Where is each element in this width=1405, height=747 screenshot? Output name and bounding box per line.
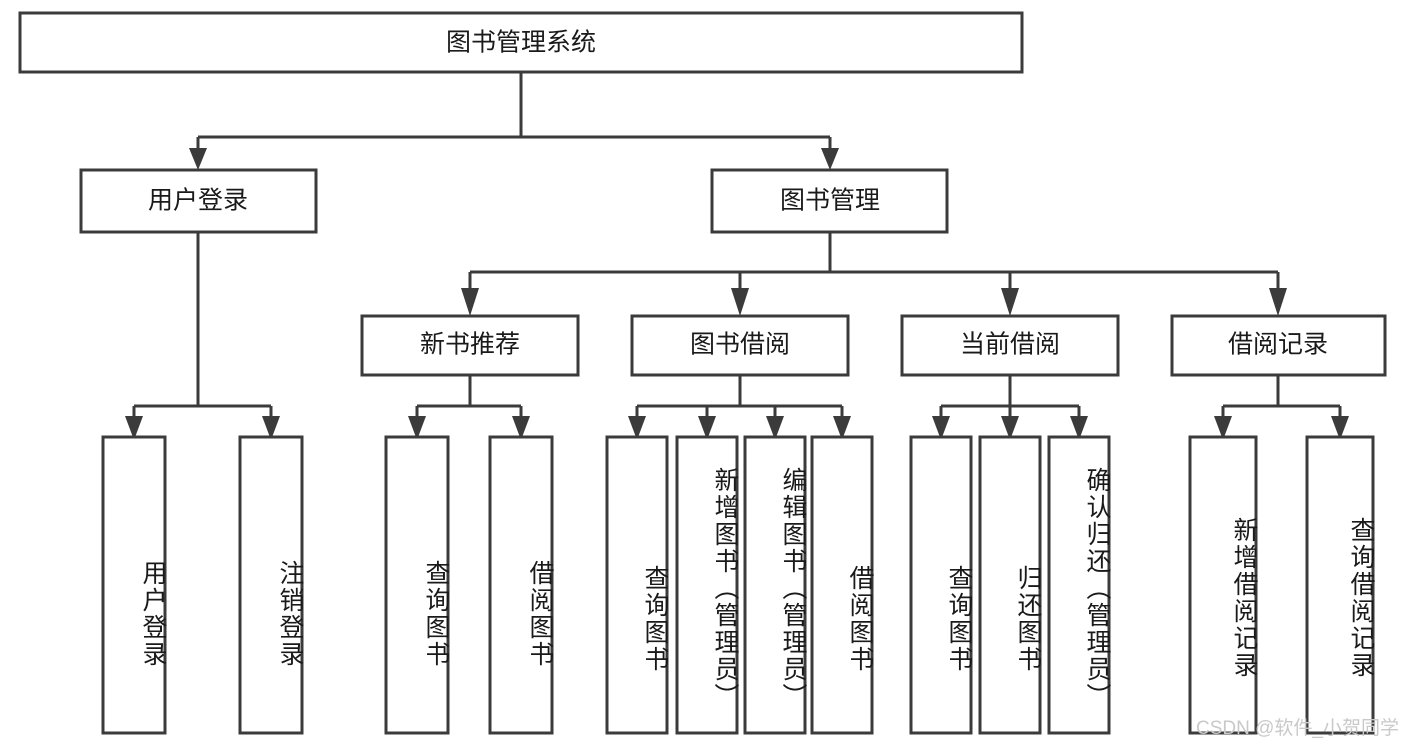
arrow-head-book-management (821, 148, 839, 170)
node-box-leaf-query-record[interactable] (1305, 435, 1375, 735)
node-box-new-book-recommend[interactable] (360, 314, 580, 377)
arrow-head-leaf-query-book-2 (628, 416, 646, 440)
arrow-head-leaf-borrow-book-1 (512, 416, 530, 440)
connector-current-borrow-to-leaves (932, 375, 1088, 440)
watermark-text: CSDN @软件_小贺同学 (1196, 718, 1399, 739)
arrow-head-leaf-query-book-3 (932, 416, 950, 440)
arrow-head-leaf-user-login (125, 416, 143, 440)
connector-book-management-to-level3 (461, 232, 1287, 316)
node-box-current-borrow[interactable] (900, 314, 1120, 377)
node-box-leaf-confirm-return[interactable] (1047, 435, 1111, 735)
arrow-head-book-borrow (731, 288, 749, 316)
node-box-leaf-query-book-1[interactable] (384, 435, 450, 735)
node-label-new-book-recommend: 新书推荐 (420, 331, 520, 359)
node-box-leaf-borrow-book-1[interactable] (488, 435, 554, 735)
node-label-root: 图书管理系统 (446, 29, 596, 57)
node-box-borrow-record[interactable] (1170, 314, 1387, 377)
connector-new-book-recommend-to-leaves (408, 375, 530, 440)
arrow-head-new-book-recommend (461, 288, 479, 316)
node-box-root[interactable] (18, 11, 1024, 74)
node-box-leaf-add-record[interactable] (1188, 435, 1258, 735)
arrow-head-borrow-record (1269, 288, 1287, 316)
arrow-head-leaf-return-book (1001, 416, 1019, 440)
node-box-leaf-user-logout[interactable] (238, 435, 304, 735)
node-label-user-login: 用户登录 (148, 187, 248, 215)
node-box-leaf-borrow-book-2[interactable] (810, 435, 874, 735)
node-label-borrow-record: 借阅记录 (1228, 331, 1328, 359)
node-box-book-management[interactable] (710, 168, 949, 234)
node-label-current-borrow: 当前借阅 (960, 331, 1060, 359)
node-box-user-login[interactable] (79, 168, 318, 234)
connector-root-to-level2 (189, 72, 839, 170)
node-label-book-management: 图书管理 (780, 187, 880, 215)
arrow-head-leaf-query-book-1 (408, 416, 426, 440)
connector-user-login-to-leaves (125, 232, 280, 440)
connector-borrow-record-to-leaves (1214, 375, 1349, 440)
arrow-head-leaf-borrow-book-2 (833, 416, 851, 440)
arrow-head-current-borrow (1001, 288, 1019, 316)
node-box-book-borrow[interactable] (630, 314, 850, 377)
node-box-leaf-user-login[interactable] (101, 435, 167, 735)
node-box-leaf-edit-book[interactable] (743, 435, 807, 735)
node-box-leaf-add-book[interactable] (675, 435, 739, 735)
arrow-head-leaf-user-logout (262, 416, 280, 440)
arrow-head-leaf-add-book (698, 416, 716, 440)
arrow-head-leaf-edit-book (766, 416, 784, 440)
arrow-head-user-login (189, 148, 207, 170)
connector-book-borrow-to-leaves (628, 375, 851, 440)
node-box-leaf-return-book[interactable] (978, 435, 1042, 735)
arrow-head-leaf-query-record (1331, 416, 1349, 440)
arrow-head-leaf-add-record (1214, 416, 1232, 440)
node-box-leaf-query-book-2[interactable] (605, 435, 669, 735)
arrow-head-leaf-confirm-return (1070, 416, 1088, 440)
node-label-book-borrow: 图书借阅 (690, 331, 790, 359)
node-box-leaf-query-book-3[interactable] (909, 435, 973, 735)
